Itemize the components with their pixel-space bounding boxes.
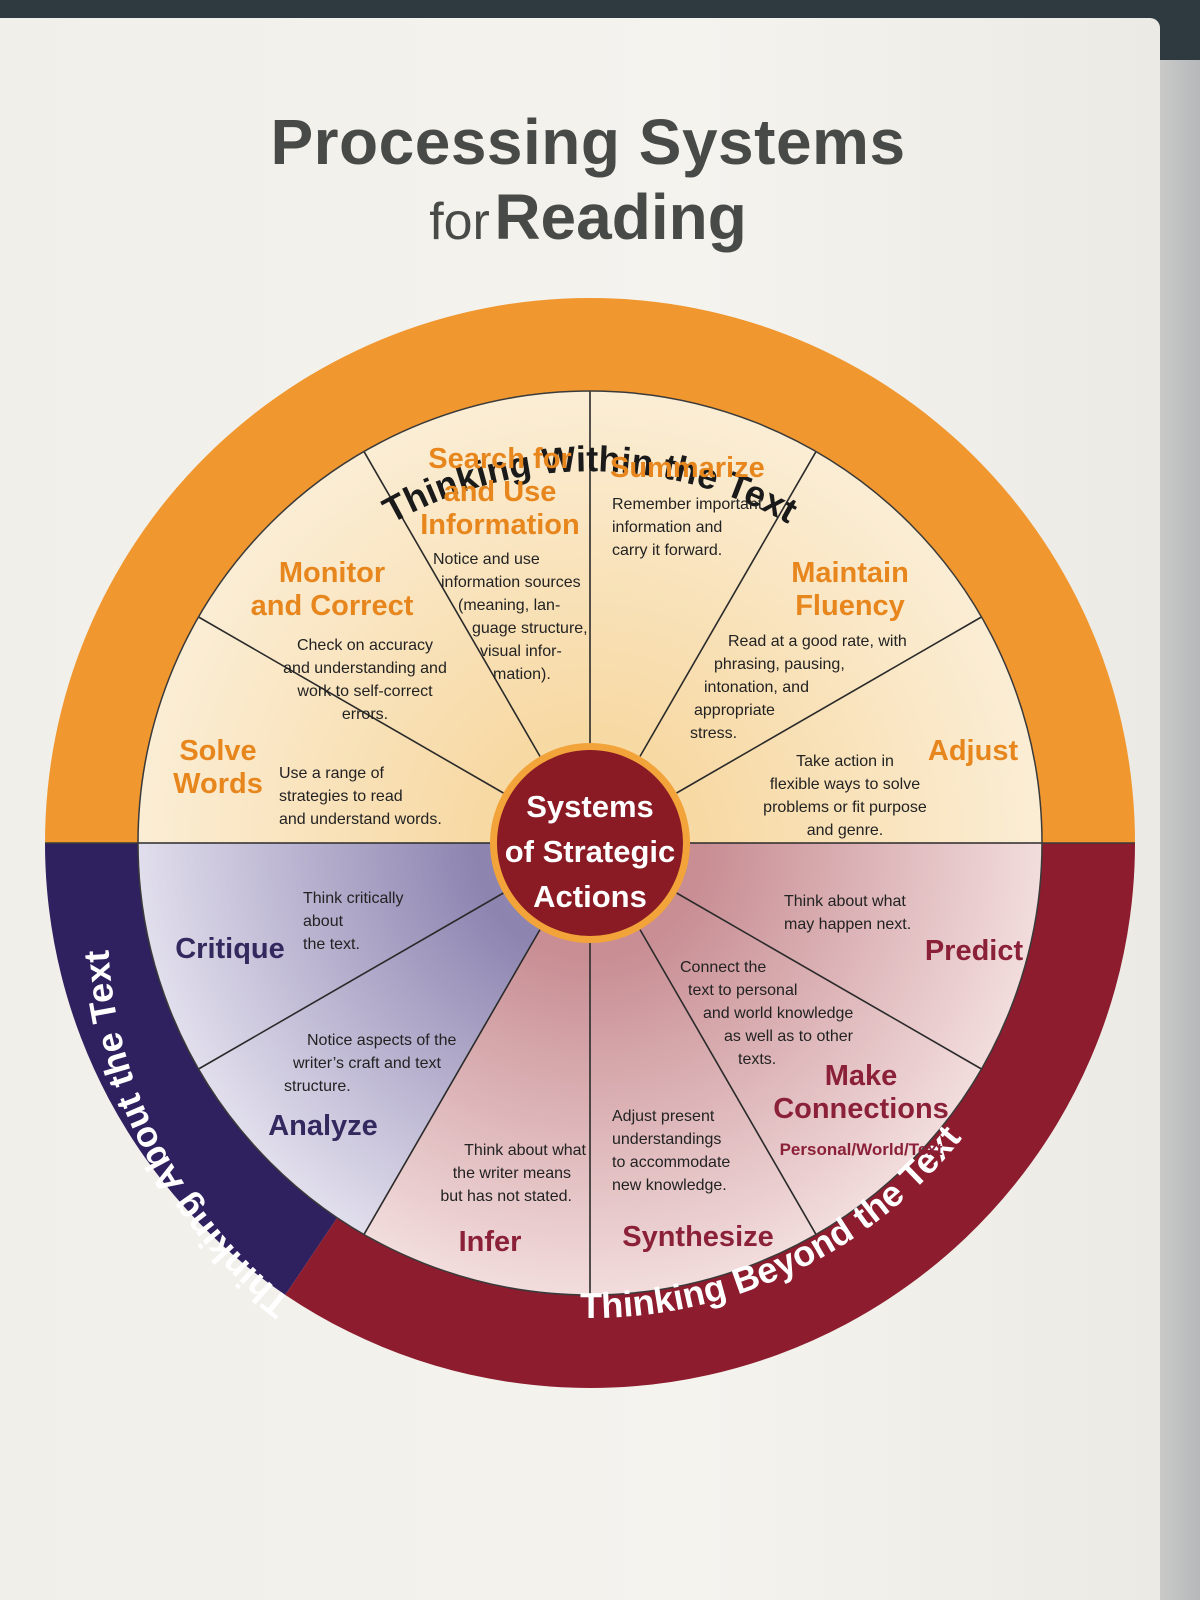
- fluency-desc-line: Read at a good rate, with: [728, 633, 907, 650]
- center-label-line-1: Systems: [526, 789, 654, 824]
- connections-desc-line: texts.: [738, 1051, 776, 1068]
- adjust-desc-line: Take action in: [796, 753, 894, 770]
- search-desc-line: Notice and use: [433, 551, 540, 568]
- solve_words-desc-line: strategies to read: [279, 788, 403, 805]
- spoke-line: [198, 892, 504, 1070]
- solve_words-desc-line: Use a range of: [279, 765, 385, 782]
- critique-title-line: Critique: [175, 933, 285, 965]
- title-reading: Reading: [494, 181, 747, 253]
- connections-desc-line: as well as to other: [724, 1028, 854, 1045]
- critique-desc-line: Think critically: [303, 890, 403, 907]
- critique-desc-line: the text.: [303, 936, 360, 953]
- wheel-shapes: [45, 298, 1135, 1388]
- solve_words-title-line: Solve: [179, 735, 256, 767]
- spoke-line: [363, 929, 541, 1235]
- predict-desc-line: Think about what: [784, 893, 906, 910]
- search-desc-line: (meaning, lan-: [458, 597, 560, 614]
- analyze-desc-line: Notice aspects of the: [307, 1032, 457, 1049]
- search-title-line: Information: [420, 509, 580, 541]
- spoke-line: [639, 929, 817, 1235]
- connections-subtitle: Personal/World/Text: [780, 1140, 943, 1159]
- adjust-title-line: Adjust: [928, 735, 1019, 767]
- adjust-desc-line: problems or fit purpose: [763, 799, 927, 816]
- fluency-desc-line: intonation, and: [704, 679, 809, 696]
- connections-title-line: Connections: [773, 1093, 949, 1125]
- fluency-title-line: Fluency: [795, 590, 905, 622]
- center-label-line-2: of Strategic: [505, 834, 676, 869]
- connections-title-line: Make: [825, 1060, 898, 1092]
- analyze-title-line: Analyze: [268, 1110, 378, 1142]
- monitor-desc-line: Check on accuracy: [297, 637, 433, 654]
- summarize-desc-line: information and: [612, 519, 722, 536]
- synthesize-desc-line: understandings: [612, 1131, 721, 1148]
- fluency-title-line: Maintain: [791, 557, 909, 589]
- connections-desc-line: Connect the: [680, 959, 766, 976]
- infer-desc-line: the writer means: [453, 1165, 571, 1182]
- adjust-desc-line: flexible ways to solve: [770, 776, 920, 793]
- search-desc-line: information sources: [441, 574, 581, 591]
- predict-title-line: Predict: [925, 935, 1024, 967]
- spoke-line: [363, 451, 541, 757]
- center-label-line-3: Actions: [533, 879, 647, 914]
- spoke-line: [639, 451, 817, 757]
- predict-desc-line: may happen next.: [784, 916, 911, 933]
- connections-desc-line: and world knowledge: [703, 1005, 853, 1022]
- summarize-title-line: Summarize: [610, 452, 765, 484]
- center-hub-disc: [497, 750, 683, 936]
- search-desc-line: guage structure,: [472, 620, 588, 637]
- title-line-1: Processing Systems: [270, 106, 906, 178]
- fluency-desc-line: stress.: [690, 725, 737, 742]
- synthesize-desc-line: to accommodate: [612, 1154, 730, 1171]
- connections-desc-line: text to personal: [688, 982, 797, 999]
- infer-desc-line: Think about what: [464, 1142, 586, 1159]
- spoke-line: [198, 616, 504, 794]
- monitor-desc-line: and understanding and: [283, 660, 447, 677]
- synthesize-title-line: Synthesize: [622, 1221, 774, 1253]
- synthesize-desc-line: new knowledge.: [612, 1177, 727, 1194]
- page-title: Processing Systems for Reading: [0, 105, 1176, 271]
- infer-title-line: Infer: [459, 1226, 522, 1258]
- analyze-desc-line: writer’s craft and text: [292, 1055, 441, 1072]
- monitor-title-line: Monitor: [279, 557, 385, 589]
- search-desc-line: mation).: [493, 666, 551, 683]
- page-edge: [1160, 60, 1200, 1600]
- inner-circle-outline: [137, 390, 1043, 1296]
- fluency-desc-line: phrasing, pausing,: [714, 656, 845, 673]
- solve_words-desc-line: and understand words.: [279, 811, 442, 828]
- critique-desc-line: about: [303, 913, 344, 930]
- title-line-2: for Reading: [0, 181, 1176, 271]
- summarize-desc-line: carry it forward.: [612, 542, 722, 559]
- monitor-desc-line: work to self-correct: [296, 683, 433, 700]
- search-desc-line: visual infor-: [480, 643, 562, 660]
- title-for: for: [429, 193, 490, 251]
- spoke-line: [676, 616, 982, 794]
- monitor-desc-line: errors.: [342, 706, 388, 723]
- search-title-line: Search for: [428, 443, 571, 475]
- spoke-line: [676, 892, 982, 1070]
- ring-about: [45, 843, 338, 1295]
- adjust-desc-line: and genre.: [807, 822, 884, 839]
- summarize-desc-line: Remember important: [612, 496, 763, 513]
- solve_words-title-line: Words: [173, 768, 263, 800]
- synthesize-desc-line: Adjust present: [612, 1108, 715, 1125]
- fluency-desc-line: appropriate: [694, 702, 775, 719]
- monitor-title-line: and Correct: [251, 590, 414, 622]
- inner-about: [138, 843, 540, 1235]
- inner-beyond: [364, 829, 1042, 1295]
- search-title-line: and Use: [444, 476, 557, 508]
- infer-desc-line: but has not stated.: [440, 1188, 572, 1205]
- analyze-desc-line: structure.: [284, 1078, 351, 1095]
